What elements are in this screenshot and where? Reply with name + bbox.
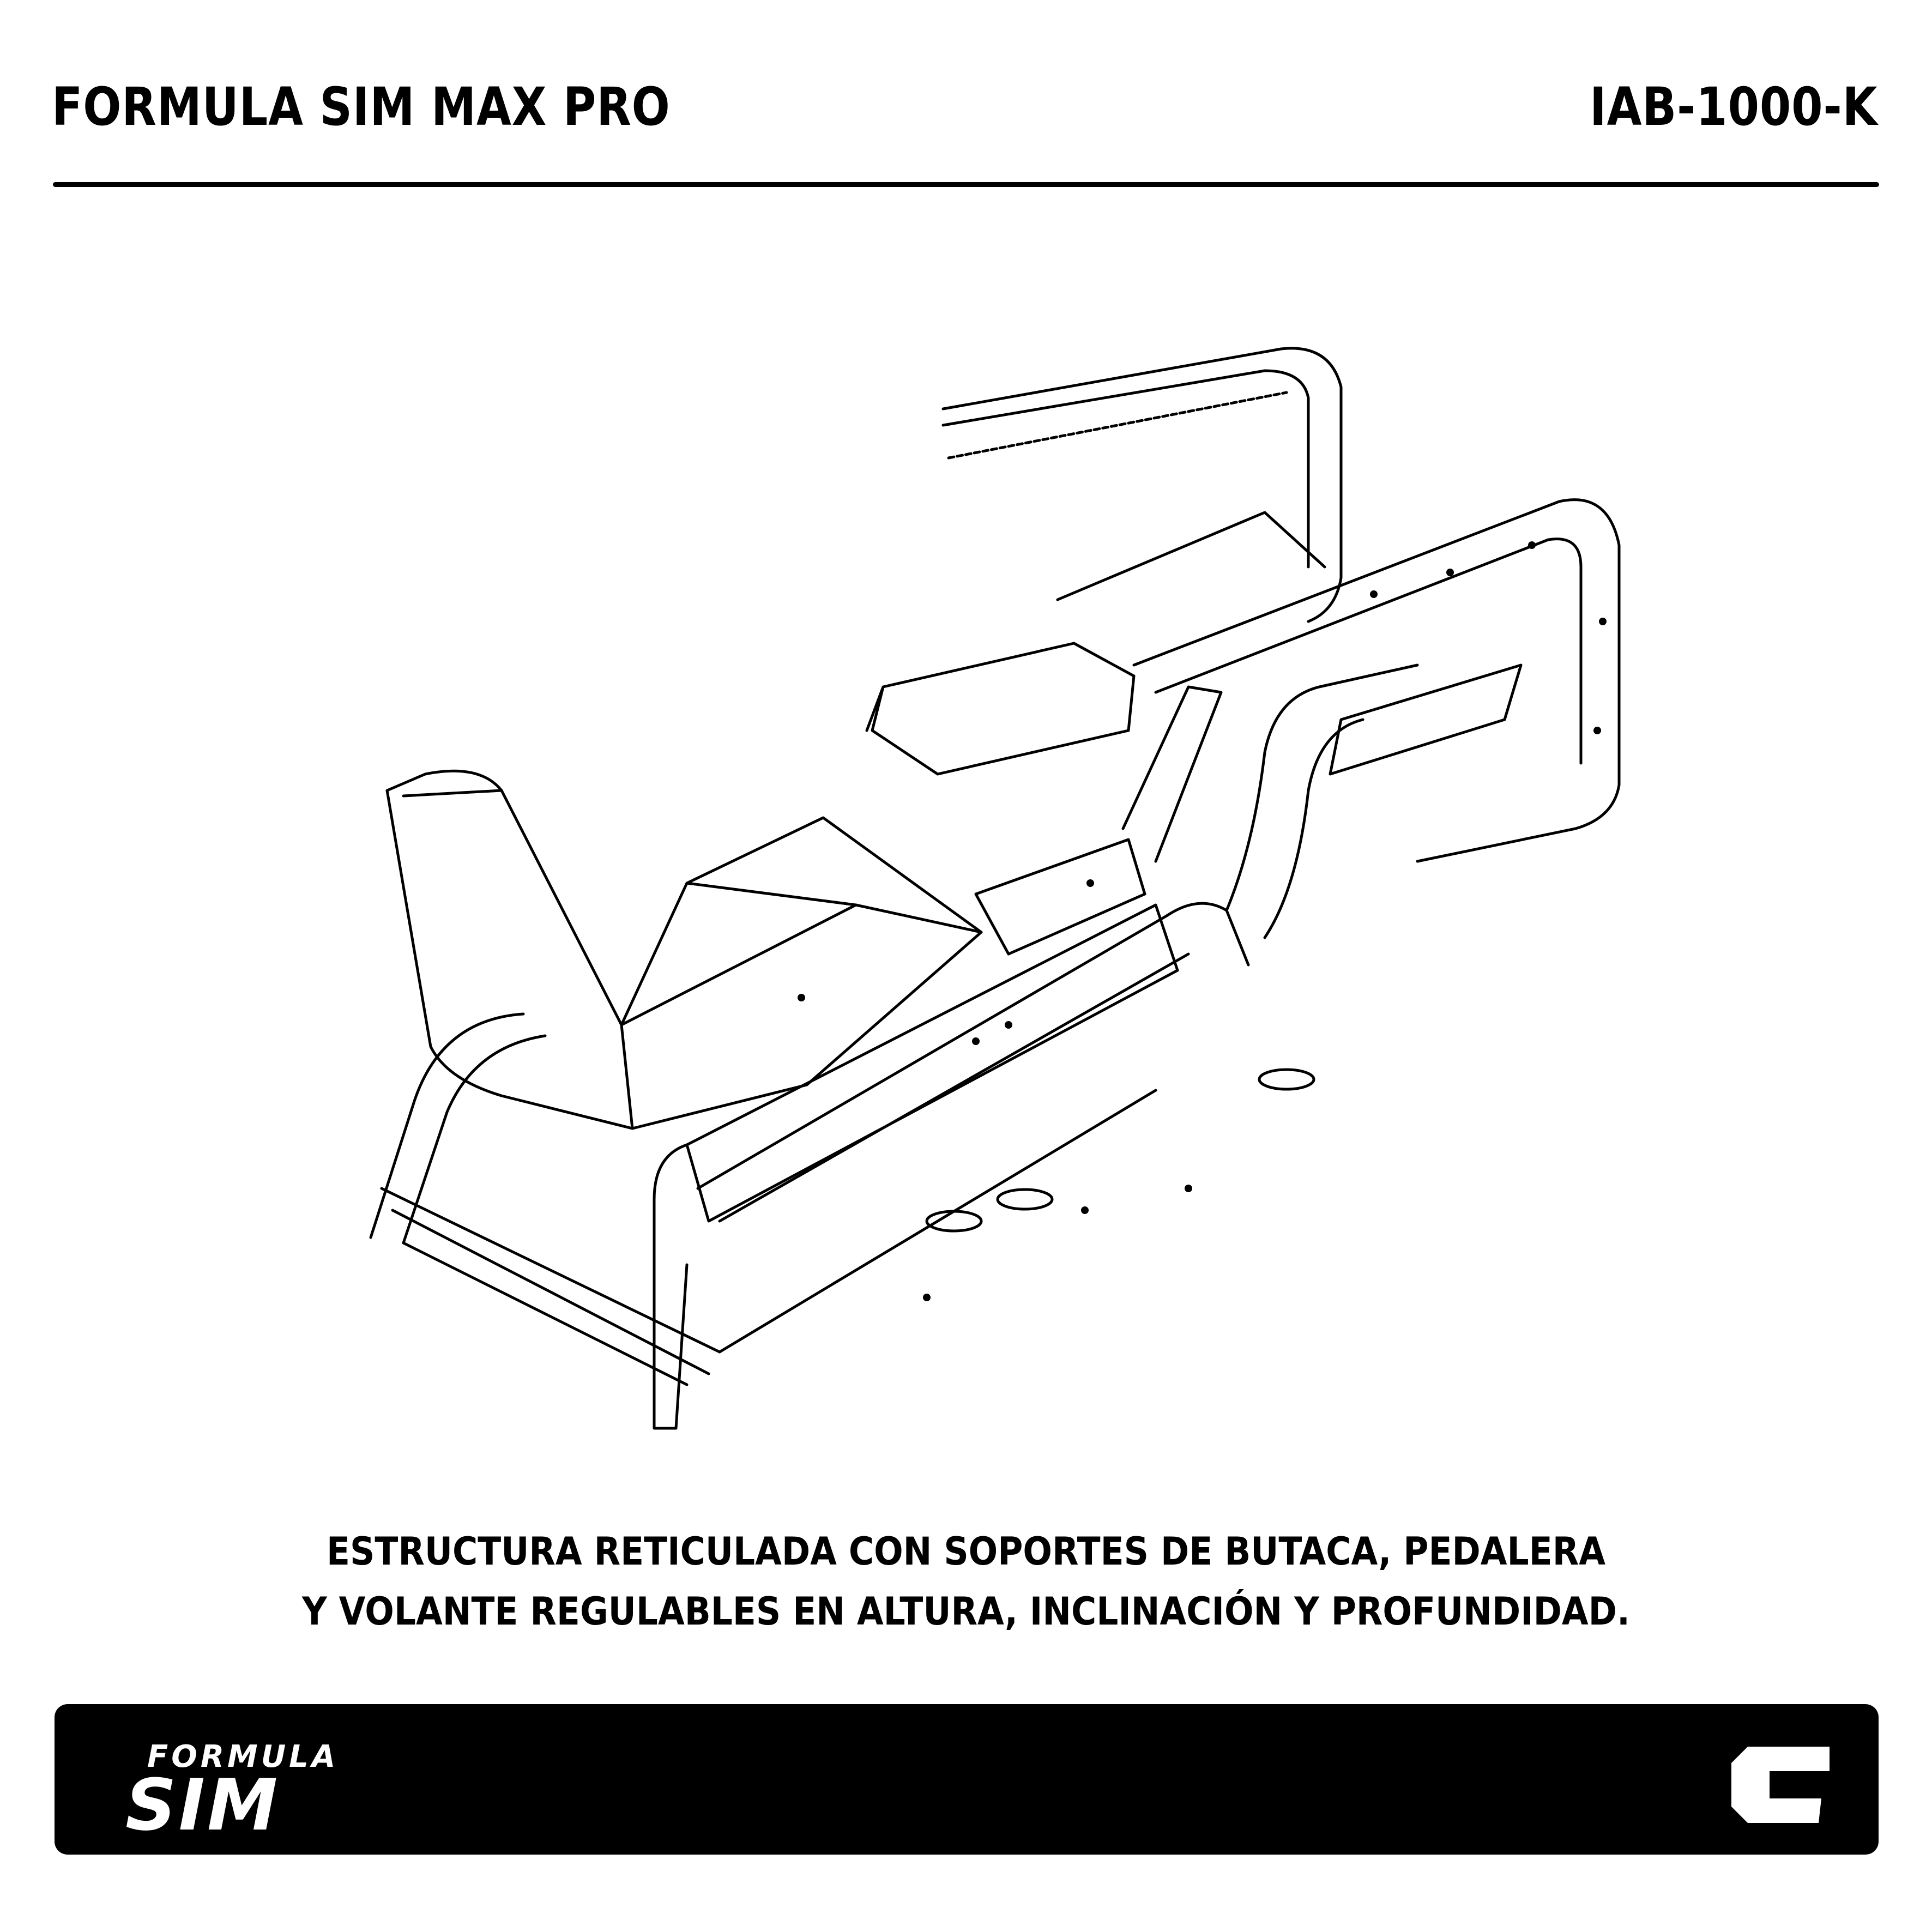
company-c-logo-icon	[1731, 1747, 1830, 1823]
footer-banner: FORMULA SIM	[55, 1704, 1879, 1855]
product-code: IAB-1000-K	[1589, 76, 1877, 137]
svg-text:SIM: SIM	[125, 1764, 280, 1835]
caption-line-1: ESTRUCTURA RETICULADA CON SOPORTES DE BU…	[327, 1529, 1605, 1574]
svg-text:FORMULA: FORMULA	[147, 1739, 339, 1774]
header-divider	[53, 182, 1879, 187]
cockpit-frame-illustration	[369, 347, 1621, 1430]
formula-sim-logo: FORMULA SIM	[125, 1739, 339, 1835]
product-name: FORMULA SIM MAX PRO	[52, 76, 671, 137]
caption-line-2: Y VOLANTE REGULABLES EN ALTURA, INCLINAC…	[302, 1589, 1630, 1634]
